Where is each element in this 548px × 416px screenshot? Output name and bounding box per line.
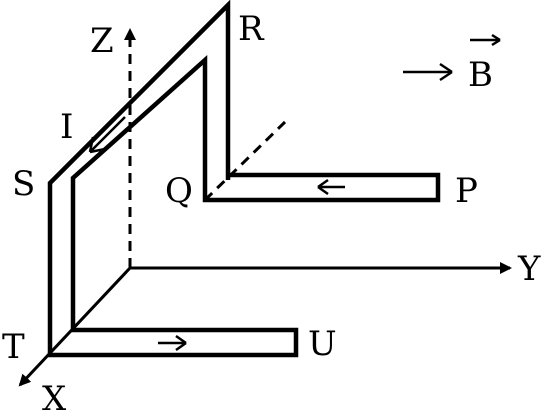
magnetic-field-indicator: B [403,33,501,95]
label-b: B [468,55,493,95]
label-t: T [2,327,25,367]
label-u: U [308,324,337,364]
dashed-guide-line [203,120,287,202]
labels: Z R I S Q P Y T U X [2,9,541,416]
label-s: S [12,164,35,204]
current-arrow-rs [88,116,126,154]
conductor-outline [47,0,441,358]
current-arrows [88,116,345,352]
label-i: I [60,107,73,147]
label-x: X [42,379,67,416]
conductor-strip [47,0,441,358]
current-arrow-tu [158,334,187,352]
label-y: Y [517,249,541,289]
label-z: Z [90,21,114,61]
label-p: P [455,171,478,211]
field-arrow-head [439,62,453,82]
vector-arrow-head [491,33,501,47]
label-q: Q [165,171,193,211]
label-r: R [238,9,265,49]
current-arrow-pq [317,178,345,196]
